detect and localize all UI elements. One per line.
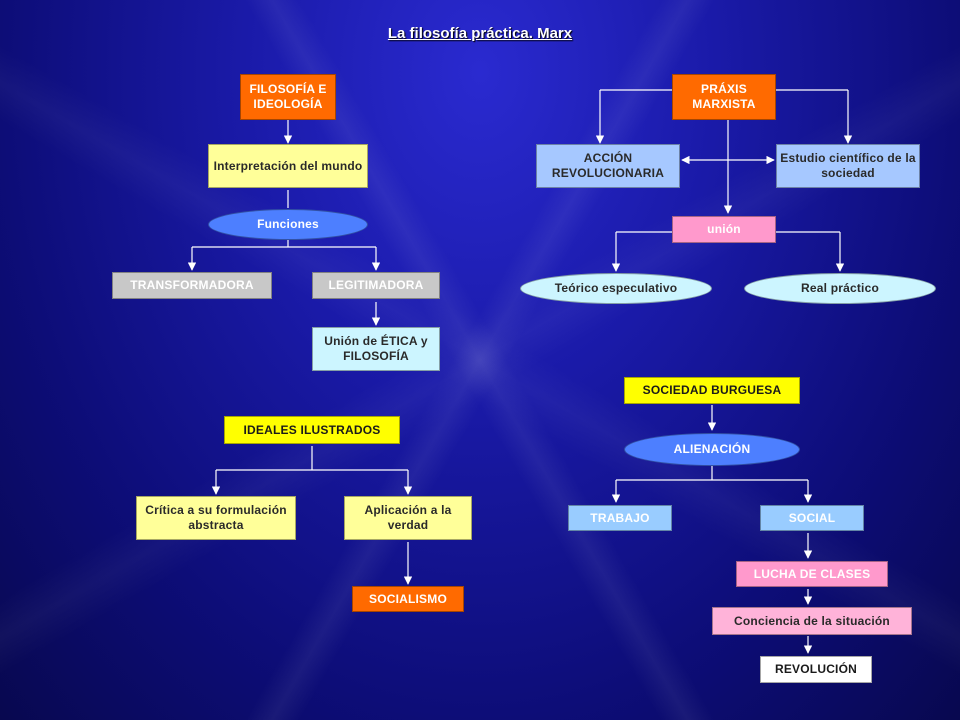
node-social: SOCIAL [760, 505, 864, 531]
node-socialismo: SOCIALISMO [352, 586, 464, 612]
node-trabajo: TRABAJO [568, 505, 672, 531]
node-aplicacion: Aplicación a la verdad [344, 496, 472, 540]
node-funciones: Funciones [208, 209, 368, 240]
node-filosofia-ideologia: FILOSOFÍA E IDEOLOGÍA [240, 74, 336, 120]
page-title: La filosofía práctica. Marx [387, 25, 573, 42]
node-estudio: Estudio científico de la sociedad [776, 144, 920, 188]
node-union: unión [672, 216, 776, 243]
node-accion: ACCIÓN REVOLUCIONARIA [536, 144, 680, 188]
node-teorico: Teórico especulativo [520, 273, 712, 304]
node-alienacion: ALIENACIÓN [624, 433, 800, 466]
node-sociedad-burguesa: SOCIEDAD BURGUESA [624, 377, 800, 404]
node-conciencia: Conciencia de la situación [712, 607, 912, 635]
node-union-etica: Unión de ÉTICA y FILOSOFÍA [312, 327, 440, 371]
node-revolucion: REVOLUCIÓN [760, 656, 872, 683]
node-ideales: IDEALES ILUSTRADOS [224, 416, 400, 444]
node-praxis: PRÁXIS MARXISTA [672, 74, 776, 120]
node-transformadora: TRANSFORMADORA [112, 272, 272, 299]
node-real: Real práctico [744, 273, 936, 304]
node-critica: Crítica a su formulación abstracta [136, 496, 296, 540]
node-interpretacion: Interpretación del mundo [208, 144, 368, 188]
node-legitimadora: LEGITIMADORA [312, 272, 440, 299]
node-lucha: LUCHA DE CLASES [736, 561, 888, 587]
